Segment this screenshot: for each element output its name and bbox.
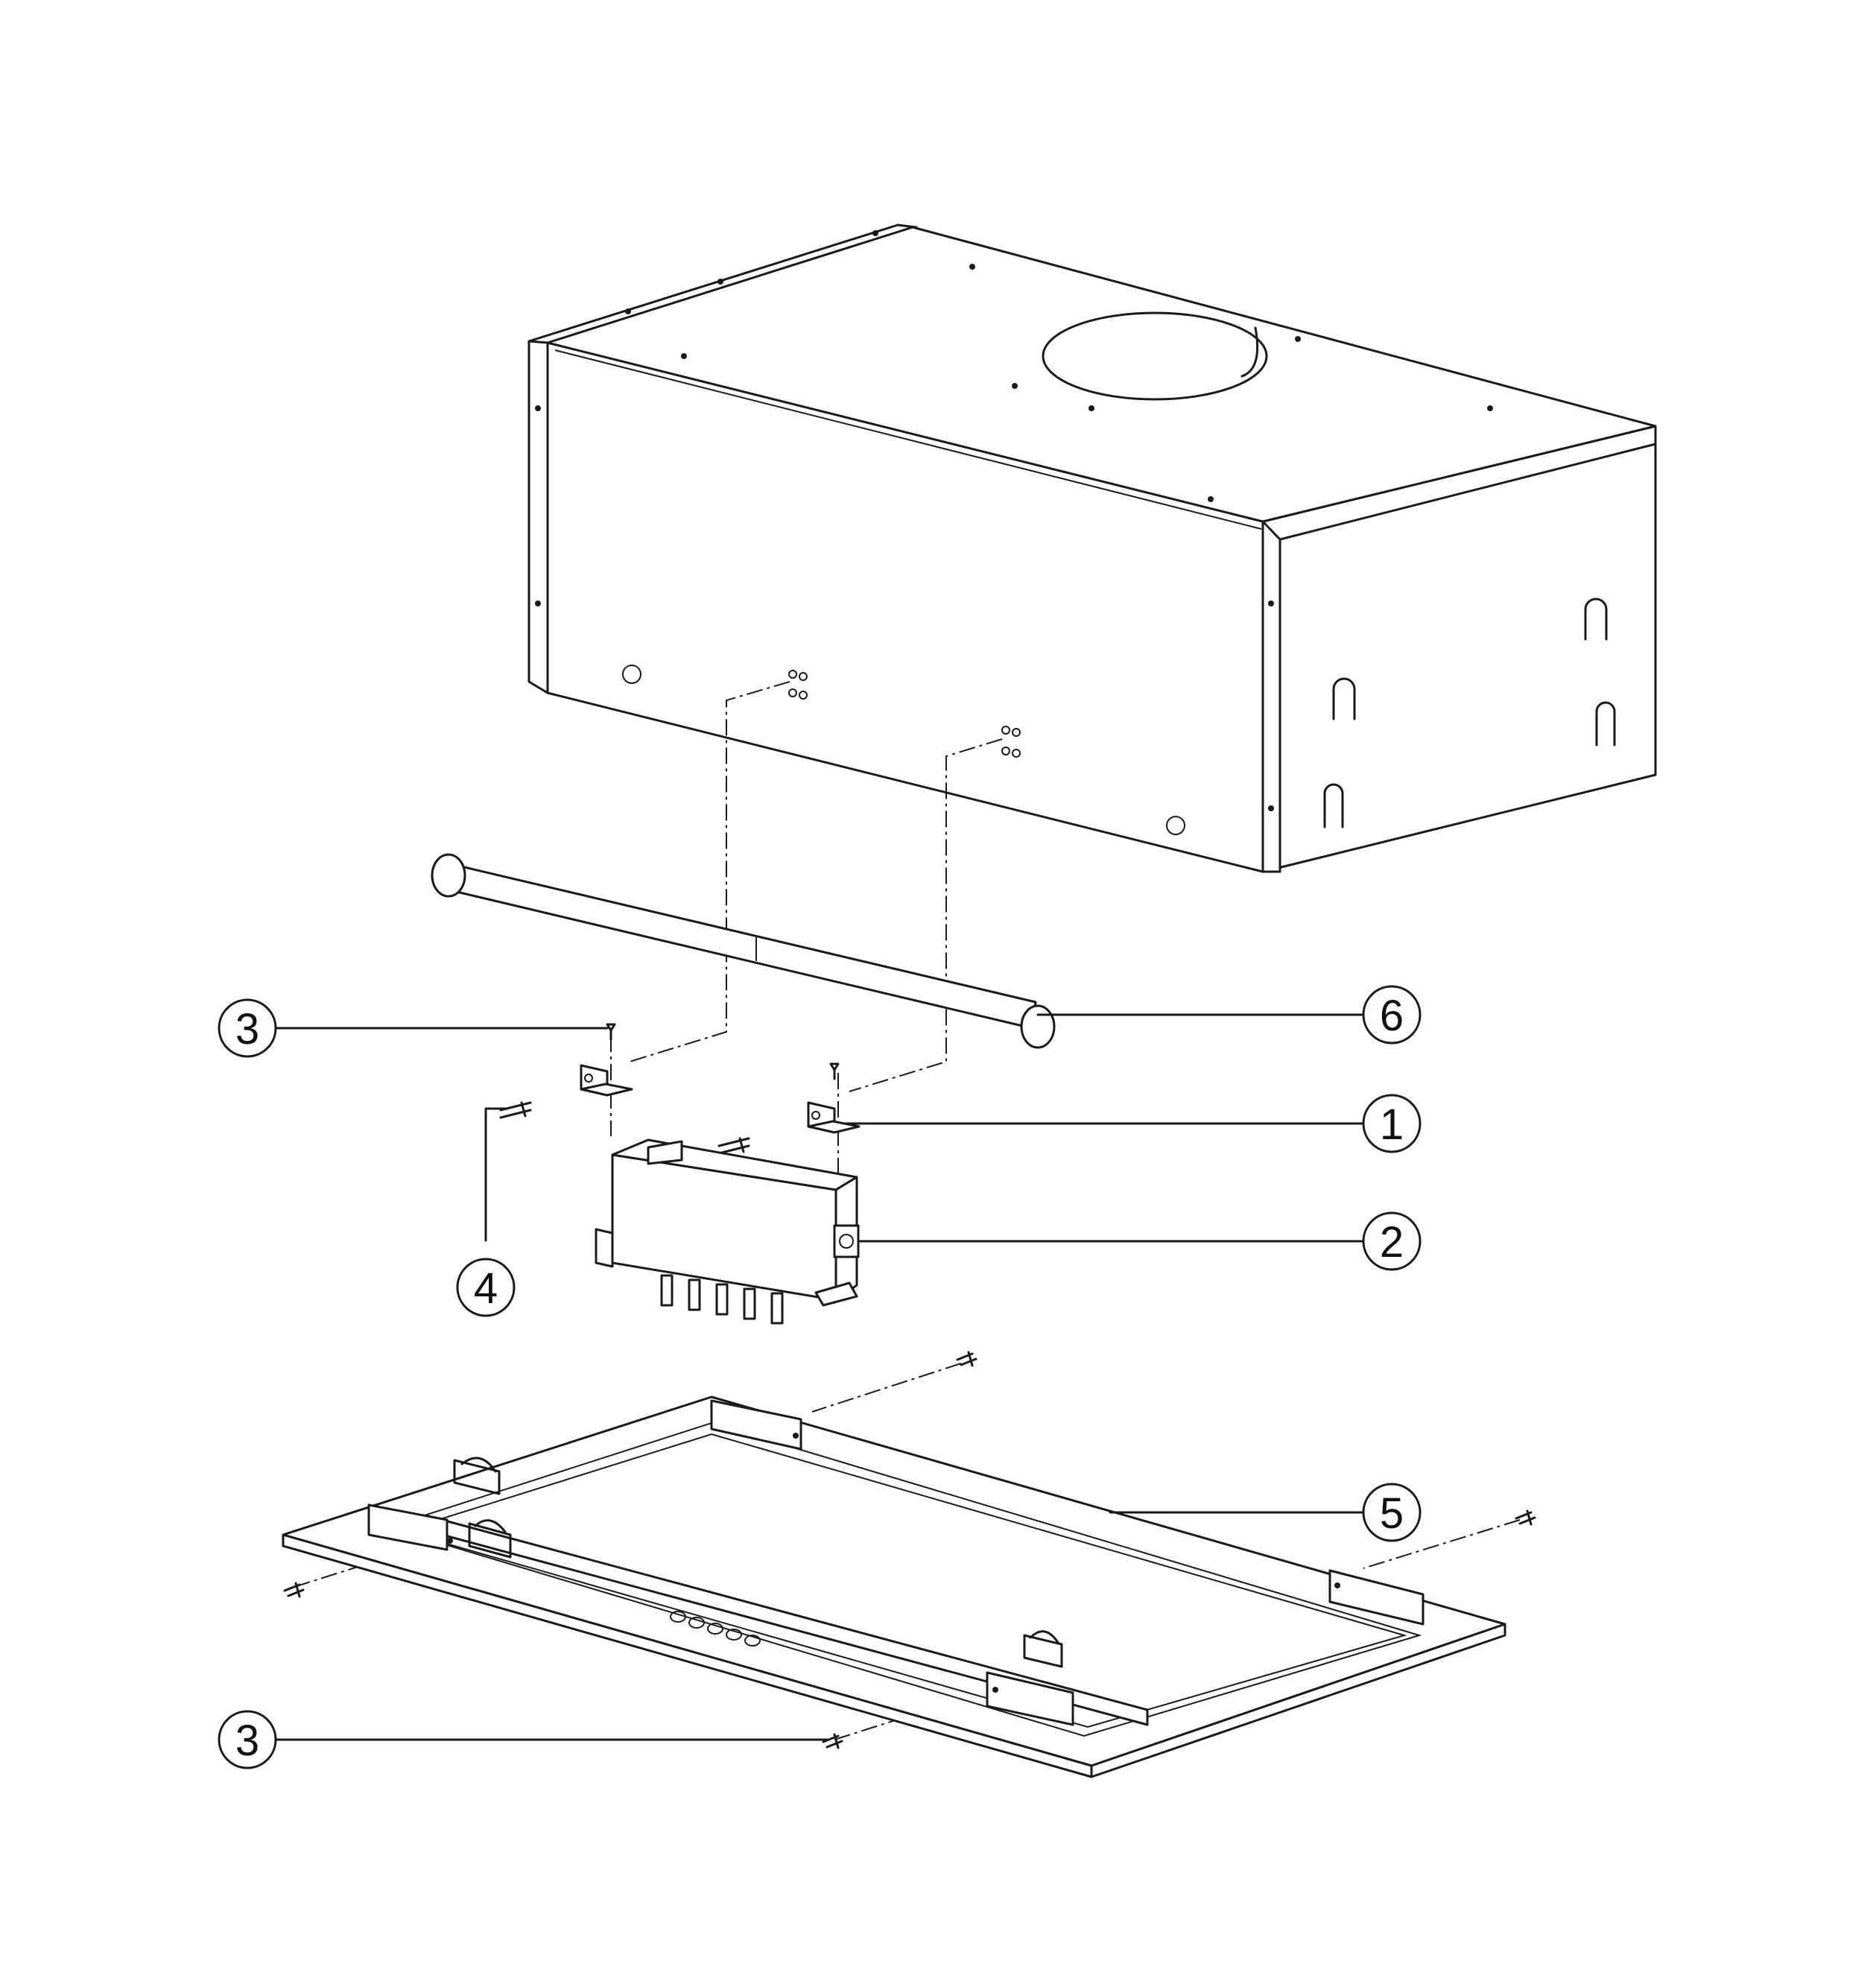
bottom-panel — [282, 1395, 1506, 1778]
lamp-tube — [431, 853, 1056, 1049]
callout-1-label: 1 — [1380, 1100, 1404, 1149]
callout-3-lower-label: 3 — [235, 1717, 259, 1765]
callout-5: 5 — [1362, 1483, 1422, 1542]
callout-5-label: 5 — [1380, 1489, 1404, 1538]
callout-2: 2 — [1362, 1211, 1422, 1271]
duct-opening — [1042, 311, 1268, 401]
callout-4-label: 4 — [474, 1264, 498, 1313]
bracket-screws — [499, 1023, 840, 1155]
callout-leaders — [276, 1013, 1363, 1741]
panel-screws — [283, 1351, 1536, 1749]
control-switch-box — [595, 1138, 860, 1325]
hood-housing — [527, 224, 1657, 873]
callout-1: 1 — [1362, 1094, 1422, 1153]
lamp-brackets — [580, 1064, 861, 1134]
callout-3-upper: 3 — [218, 998, 277, 1058]
callout-2-label: 2 — [1380, 1218, 1404, 1267]
callout-6: 6 — [1362, 985, 1422, 1045]
callout-4: 4 — [456, 1258, 516, 1317]
callout-3-lower: 3 — [218, 1710, 277, 1769]
callout-6-label: 6 — [1380, 992, 1404, 1040]
callout-3-upper-label: 3 — [235, 1005, 259, 1053]
